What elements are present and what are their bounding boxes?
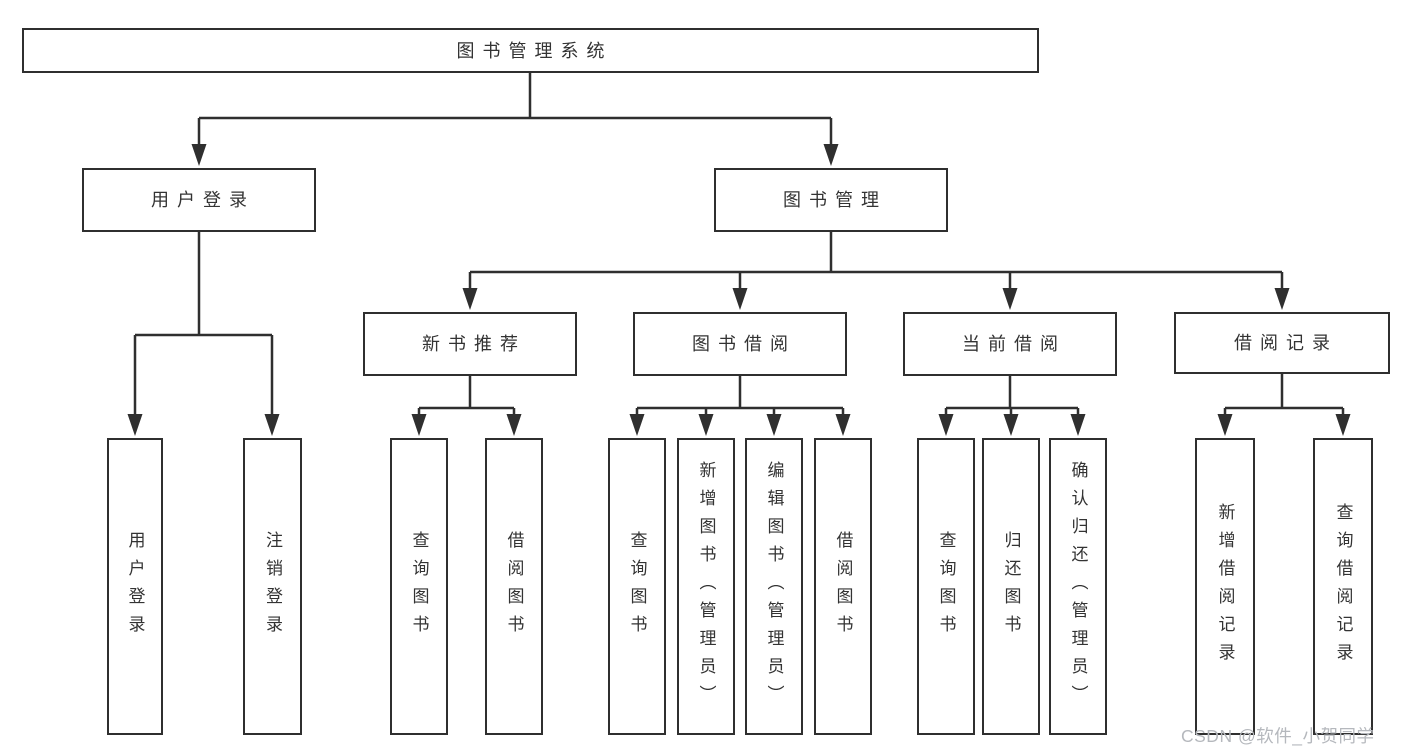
leaf-user-login: 用户登录 [107,438,163,735]
node-book-management: 图书管理 [714,168,948,232]
leaf-recommend-query-book: 查询图书 [390,438,448,735]
leaf-recommend-borrow-book: 借阅图书 [485,438,543,735]
node-book-borrowing-label: 图书借阅 [692,334,796,354]
watermark: CSDN @软件_小贺同学 [1181,726,1375,746]
leaf-borrow-borrow-book: 借阅图书 [814,438,872,735]
node-new-book-recommend-label: 新书推荐 [422,334,526,354]
node-current-borrowing-label: 当前借阅 [962,334,1066,354]
node-book-borrowing: 图书借阅 [633,312,847,376]
node-user-login: 用户登录 [82,168,316,232]
leaf-current-query-book-label: 查询图书 [936,530,956,643]
node-new-book-recommend: 新书推荐 [363,312,577,376]
leaf-recommend-borrow-book-label: 借阅图书 [504,530,524,643]
leaf-borrow-query-book-label: 查询图书 [627,530,647,643]
leaf-current-confirm-return-admin-label: 确认归还（管理员） [1068,460,1088,713]
node-user-login-label: 用户登录 [151,190,255,210]
leaf-borrow-add-book-admin: 新增图书（管理员） [677,438,735,735]
leaf-records-query-record: 查询借阅记录 [1313,438,1373,735]
leaf-recommend-query-book-label: 查询图书 [409,530,429,643]
node-book-management-label: 图书管理 [783,190,887,210]
leaf-current-query-book: 查询图书 [917,438,975,735]
node-borrowing-records: 借阅记录 [1174,312,1390,374]
leaf-logout-label: 注销登录 [263,530,282,643]
leaf-user-login-label: 用户登录 [125,530,145,643]
leaf-logout: 注销登录 [243,438,302,735]
leaf-records-add-record: 新增借阅记录 [1195,438,1255,735]
node-current-borrowing: 当前借阅 [903,312,1117,376]
leaf-current-return-book-label: 归还图书 [1001,530,1021,643]
node-borrowing-records-label: 借阅记录 [1234,333,1338,353]
leaf-borrow-edit-book-admin-label: 编辑图书（管理员） [764,460,784,713]
leaf-records-add-record-label: 新增借阅记录 [1215,502,1235,671]
leaf-borrow-edit-book-admin: 编辑图书（管理员） [745,438,803,735]
leaf-records-query-record-label: 查询借阅记录 [1333,502,1353,671]
leaf-current-return-book: 归还图书 [982,438,1040,735]
node-library-management-system-label: 图书管理系统 [456,40,613,61]
node-library-management-system: 图书管理系统 [22,28,1039,73]
leaf-current-confirm-return-admin: 确认归还（管理员） [1049,438,1107,735]
leaf-borrow-add-book-admin-label: 新增图书（管理员） [696,460,716,713]
leaf-borrow-query-book: 查询图书 [608,438,666,735]
leaf-borrow-borrow-book-label: 借阅图书 [833,530,853,643]
